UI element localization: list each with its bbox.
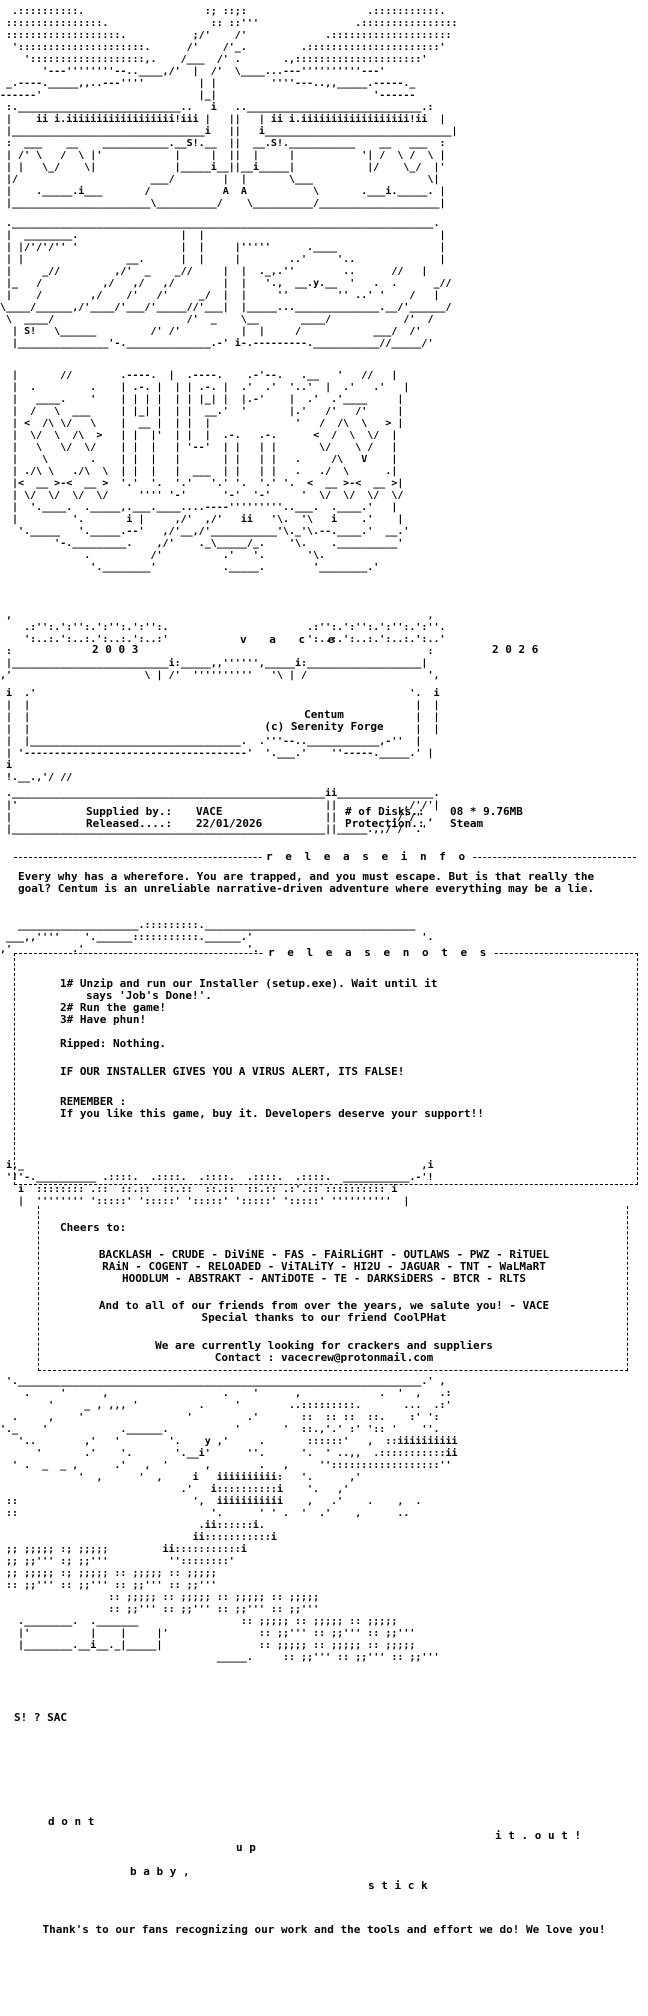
year-row-art: , , .:'':.':'':.':'':.':'':. .:'':.':'':…	[0, 610, 446, 681]
game-publisher: (c) Serenity Forge	[264, 720, 384, 733]
step-1b: says 'Job's Done!'.	[86, 989, 212, 1002]
bottom-swirl-art: '.______________________________________…	[0, 1376, 458, 1663]
year-right: 2 0 2 6	[492, 643, 539, 656]
contact-line: Contact : vacecrew@protonmail.com	[214, 1351, 434, 1364]
ripped-note: Ripped: Nothing.	[60, 1037, 166, 1050]
group-letters: v a c e	[240, 633, 343, 646]
released-value: 22/01/2026	[196, 817, 263, 830]
released-label: Released....:	[86, 817, 173, 830]
details-frame-art: ._______________________________________…	[6, 788, 440, 835]
sig-line: S! ? SAC	[14, 1711, 67, 1724]
dont-word: d o n t	[48, 1815, 95, 1828]
release-info-title: r e l e a s e i n f o	[262, 851, 473, 863]
greets-frame	[38, 1206, 628, 1371]
supplied-value: VACE	[196, 805, 223, 818]
up-word: u p	[236, 1841, 256, 1854]
baby-word: b a b y ,	[130, 1865, 190, 1878]
year-left: 2 0 0 3	[92, 643, 139, 656]
release-notes-title: r e l e a s e n o t e s	[264, 947, 494, 959]
support-note: If you like this game, buy it. Developer…	[60, 1107, 484, 1120]
remember-label: REMEMBER :	[60, 1095, 127, 1108]
title-frame-art: i .' '. i | | | | | |	[6, 688, 440, 783]
supplied-label: Supplied by.:	[86, 805, 173, 818]
top-wings-art: .::::::::::. :; ::;: .:::::::::::. :::::…	[0, 6, 458, 101]
frame-one-art: :.___________________________.. i ..____…	[6, 102, 458, 209]
looking-line: We are currently looking for crackers an…	[155, 1339, 493, 1352]
vace-logo-art: i,_ ,i '!'-.__________ .::::. .::::. .::…	[6, 1160, 434, 1207]
greets-line-2: RAiN - COGENT - RELOADED - ViTALiTY - HI…	[102, 1260, 546, 1273]
friends-line-1: And to all of our friends from over the …	[98, 1299, 550, 1312]
big-logo-art: ._______________________________________…	[0, 218, 452, 349]
virus-note: IF OUR INSTALLER GIVES YOU A VIRUS ALERT…	[60, 1065, 405, 1078]
protection-value: Steam	[450, 817, 484, 830]
release-info-text: Every why has a wherefore. You are trapp…	[18, 870, 595, 895]
protection-label: Protection.:	[345, 817, 425, 830]
greets-line-1: BACKLASH - CRUDE - DiViNE - FAS - FAiRLi…	[98, 1248, 550, 1261]
greets-line-3: HOODLUM - ABSTRAKT - ANTiDOTE - TE - DAR…	[122, 1272, 526, 1285]
cheers-label: Cheers to:	[60, 1221, 127, 1234]
step-2: 2# Run the game!	[60, 1001, 166, 1014]
stick-word: s t i c k	[368, 1879, 428, 1892]
emblem-art: | // .----. | .----. .-'--. .__ ' // | |…	[12, 370, 410, 573]
friends-line-2: Special thanks to our friend CoolPHat	[201, 1311, 447, 1324]
step-3: 3# Have phun!	[60, 1013, 147, 1026]
step-1: 1# Unzip and run our Installer (setup.ex…	[60, 977, 438, 990]
game-title: Centum	[304, 708, 344, 721]
disks-label: # of Disks.:	[345, 805, 425, 818]
thanks-footer: Thank's to our fans recognizing our work…	[42, 1923, 606, 1936]
it-out-word: i t . o u t !	[495, 1829, 582, 1842]
disks-value: 08 * 9.76MB	[450, 805, 523, 818]
